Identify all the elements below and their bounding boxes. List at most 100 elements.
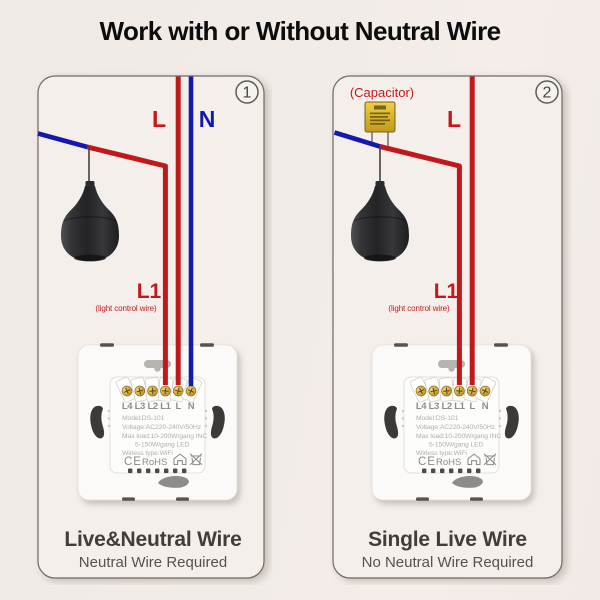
l1-note: (light control wire) [95, 304, 157, 313]
terminal-label: L1 [454, 401, 465, 412]
capacitor-print [370, 119, 390, 122]
ce-mark: CE [124, 456, 142, 468]
mounting-tab-top-bump [448, 365, 455, 372]
live-wire-label: L [152, 106, 166, 132]
weee-bin-icon [189, 453, 203, 466]
spec-line: Max load:10-200W/gang INC [416, 433, 501, 440]
pendant-lamp [61, 148, 119, 262]
terminal-label: L4 [416, 401, 427, 412]
terminal-label: N [482, 401, 489, 412]
mounting-slot [494, 343, 508, 347]
smart-switch: L4 L3 L2 L1 L N Model:DS-101 Voltage:AC2… [371, 343, 532, 501]
spec-line: Wirless type:WiFi [416, 450, 467, 457]
mounting-slot [394, 343, 408, 347]
mounting-tab-bottom [452, 475, 483, 488]
mounting-tab-bottom [158, 475, 189, 488]
live-wire-label: L [447, 106, 461, 132]
spec-line: Voltage:AC220-240V/50Hz [122, 424, 202, 431]
ce-mark: CE [418, 456, 436, 468]
terminal-label: L3 [135, 401, 145, 412]
mounting-clip-right [210, 405, 225, 439]
panel-subcaption: No Neutral Wire Required [362, 554, 534, 571]
capacitor-print [370, 112, 390, 115]
terminal-l2 [144, 377, 161, 402]
neutral-wire-branch [333, 130, 381, 149]
terminal-label: L4 [122, 401, 133, 412]
lamp-body [61, 186, 119, 261]
terminal-label: L2 [441, 401, 451, 412]
pendant-lamp [351, 147, 409, 262]
rohs-mark: RoHS [142, 457, 167, 468]
spec-line: Model:DS-101 [122, 415, 165, 422]
panel-frame [37, 75, 265, 579]
mounting-clip-right [504, 405, 519, 439]
terminal-l2 [438, 377, 455, 402]
terminal-label: L2 [147, 401, 157, 412]
panel-subcaption: Neutral Wire Required [79, 554, 227, 571]
terminal-l3 [424, 376, 443, 403]
panel-number: 2 [543, 85, 552, 102]
terminal-block [115, 376, 203, 403]
vent-dots [422, 468, 481, 474]
live-wire-l1 [379, 144, 462, 385]
spec-line: Wirless type:WiFi [122, 450, 173, 457]
lamp-rim [364, 254, 396, 262]
capacitor-label: (Capacitor) [350, 85, 414, 100]
panel-number-circle [535, 80, 559, 104]
page-title: Work with or Without Neutral Wire [99, 16, 501, 46]
terminal-label: L1 [160, 401, 171, 412]
mounting-slot [100, 343, 114, 347]
spec-line: Voltage:AC220-240V/50Hz [416, 424, 496, 431]
l1-label: L1 [137, 280, 162, 303]
mounting-slot [470, 497, 483, 501]
terminal-block [409, 376, 497, 403]
smart-switch: L4 L3 L2 L1 L N Model:DS-101 Voltage:AC2… [77, 343, 238, 501]
terminal-label: L3 [429, 401, 439, 412]
mounting-clip-left [90, 405, 105, 439]
capacitor [364, 101, 396, 133]
terminal-l3 [130, 376, 149, 403]
capacitor-print [374, 105, 386, 110]
panel-caption: Single Live Wire [368, 528, 527, 551]
mounting-tab-top-bump [154, 365, 161, 372]
rohs-mark: RoHS [436, 457, 461, 468]
capacitor-print [370, 116, 388, 118]
spec-line: Max load:10-200W/gang INC [122, 433, 207, 440]
live-wire-l1 [86, 144, 168, 385]
panel-caption: Live&Neutral Wire [64, 528, 241, 551]
mounting-slot [416, 497, 429, 501]
mounting-slot [176, 497, 189, 501]
panel-live-neutral: L4 L3 L2 L1 L N Model:DS-101 Voltage:AC2… [37, 75, 265, 579]
spec-line: 5-150W/gang LED [135, 442, 190, 449]
terminal-l4 [409, 376, 431, 403]
terminal-n [475, 376, 497, 403]
capacitor-print [370, 123, 385, 125]
house-icon [467, 453, 481, 466]
lamp-seam [63, 216, 117, 222]
panel-number-circle [235, 80, 259, 104]
panel-frame [332, 75, 563, 579]
neutral-wire-branch [37, 131, 89, 150]
terminal-n [181, 376, 203, 403]
weee-bin-icon [483, 453, 497, 466]
l1-label: L1 [434, 280, 459, 303]
terminal-label: N [188, 401, 195, 412]
terminal-l1 [157, 377, 174, 402]
spec-line: 5-150W/gang LED [429, 442, 484, 449]
terminal-label: L [469, 401, 475, 412]
house-icon [173, 453, 187, 466]
mounting-slot [122, 497, 135, 501]
vent-dots [128, 468, 187, 474]
lamp-seam [353, 216, 407, 222]
terminal-label: L [175, 401, 181, 412]
mounting-slot [200, 343, 214, 347]
lamp-body [351, 186, 409, 261]
panel-number: 1 [243, 85, 252, 102]
panel-single-live: L4 L3 L2 L1 L N Model:DS-101 Voltage:AC2… [332, 75, 563, 579]
lamp-rim [74, 254, 106, 262]
mounting-clip-left [384, 405, 399, 439]
terminal-l4 [115, 376, 137, 403]
neutral-wire-label: N [199, 106, 216, 132]
spec-line: Model:DS-101 [416, 415, 459, 422]
